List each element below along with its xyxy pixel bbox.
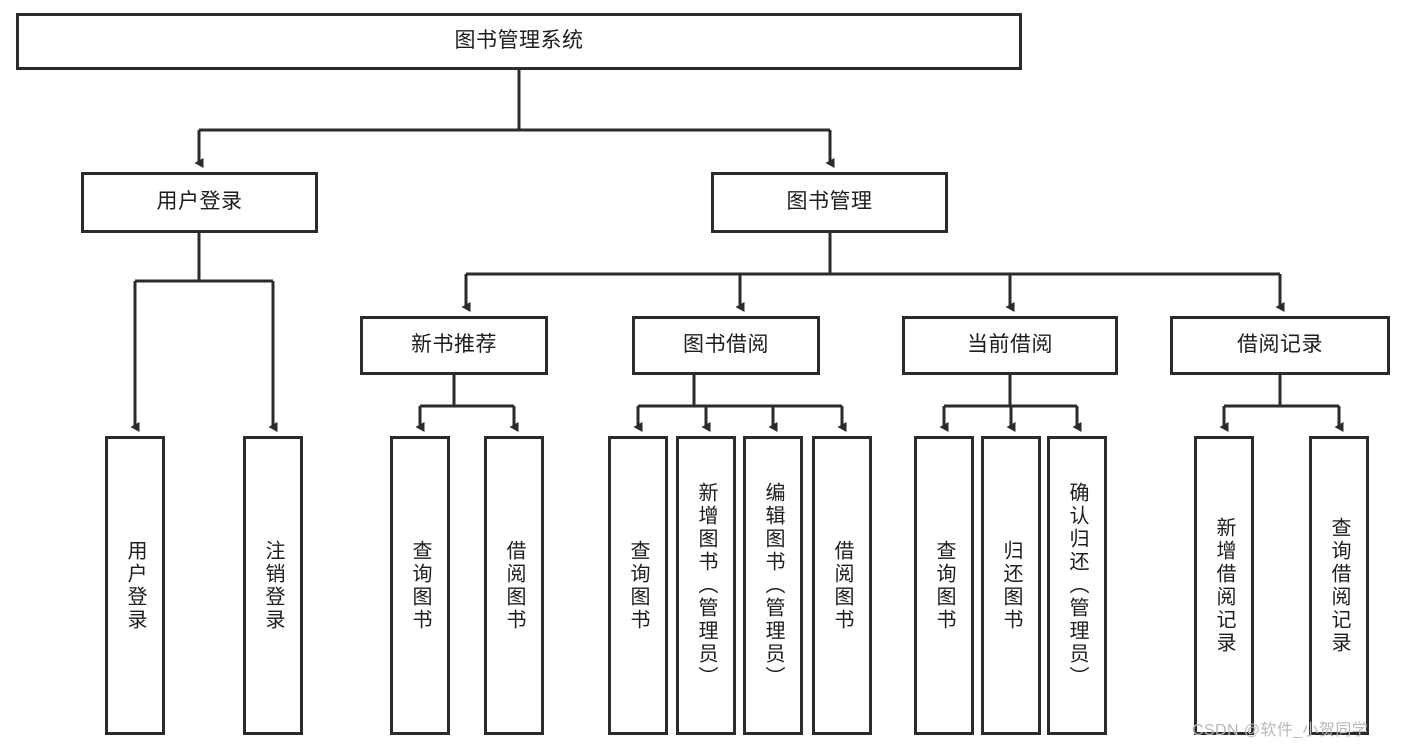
node-label: 查询图书 bbox=[933, 539, 955, 632]
leaf-new-book-borrow[interactable]: 借阅图书 bbox=[484, 436, 544, 735]
node-label: 图书借阅 bbox=[683, 333, 769, 357]
leaf-user-login-logout[interactable]: 注销登录 bbox=[243, 436, 303, 735]
node-label: 借阅图书 bbox=[503, 539, 525, 632]
node-label: 新增借阅记录 bbox=[1213, 516, 1235, 655]
node-label: 编辑图书（管理员） bbox=[762, 482, 784, 689]
node-label: 图书管理 bbox=[786, 190, 873, 214]
node-label: 查询图书 bbox=[409, 539, 431, 632]
node-label: 查询借阅记录 bbox=[1328, 516, 1350, 655]
node-label: 新书推荐 bbox=[411, 333, 497, 357]
leaf-book-borrow-add[interactable]: 新增图书（管理员） bbox=[676, 436, 736, 735]
node-label: 用户登录 bbox=[156, 190, 243, 214]
node-book-borrow[interactable]: 图书借阅 bbox=[632, 316, 820, 375]
node-label: 用户登录 bbox=[124, 539, 146, 632]
leaf-book-borrow-edit[interactable]: 编辑图书（管理员） bbox=[743, 436, 803, 735]
node-label: 注销登录 bbox=[262, 539, 284, 632]
node-book-management[interactable]: 图书管理 bbox=[711, 172, 948, 233]
node-user-login[interactable]: 用户登录 bbox=[81, 172, 318, 233]
csdn-watermark: CSDN @软件_小贺同学 bbox=[1192, 722, 1369, 739]
node-root-system[interactable]: 图书管理系统 bbox=[16, 13, 1022, 70]
node-label: 确认归还（管理员） bbox=[1066, 482, 1088, 689]
node-new-book-recommend[interactable]: 新书推荐 bbox=[360, 316, 548, 375]
leaf-book-borrow-query[interactable]: 查询图书 bbox=[608, 436, 668, 735]
node-label: 当前借阅 bbox=[967, 333, 1053, 357]
node-label: 归还图书 bbox=[1000, 539, 1022, 632]
leaf-current-borrow-confirm-return[interactable]: 确认归还（管理员） bbox=[1047, 436, 1107, 735]
node-label: 借阅记录 bbox=[1237, 333, 1323, 357]
leaf-user-login-login[interactable]: 用户登录 bbox=[105, 436, 165, 735]
leaf-current-borrow-query[interactable]: 查询图书 bbox=[914, 436, 974, 735]
node-current-borrow[interactable]: 当前借阅 bbox=[902, 316, 1118, 375]
leaf-current-borrow-return[interactable]: 归还图书 bbox=[981, 436, 1041, 735]
leaf-borrow-record-query[interactable]: 查询借阅记录 bbox=[1309, 436, 1369, 735]
leaf-book-borrow-borrow[interactable]: 借阅图书 bbox=[812, 436, 872, 735]
leaf-new-book-query[interactable]: 查询图书 bbox=[390, 436, 450, 735]
node-borrow-record[interactable]: 借阅记录 bbox=[1170, 316, 1390, 375]
node-label: 查询图书 bbox=[627, 539, 649, 632]
node-label: 新增图书（管理员） bbox=[695, 482, 717, 689]
node-label: 借阅图书 bbox=[831, 539, 853, 632]
leaf-borrow-record-add[interactable]: 新增借阅记录 bbox=[1194, 436, 1254, 735]
node-label: 图书管理系统 bbox=[454, 29, 584, 53]
